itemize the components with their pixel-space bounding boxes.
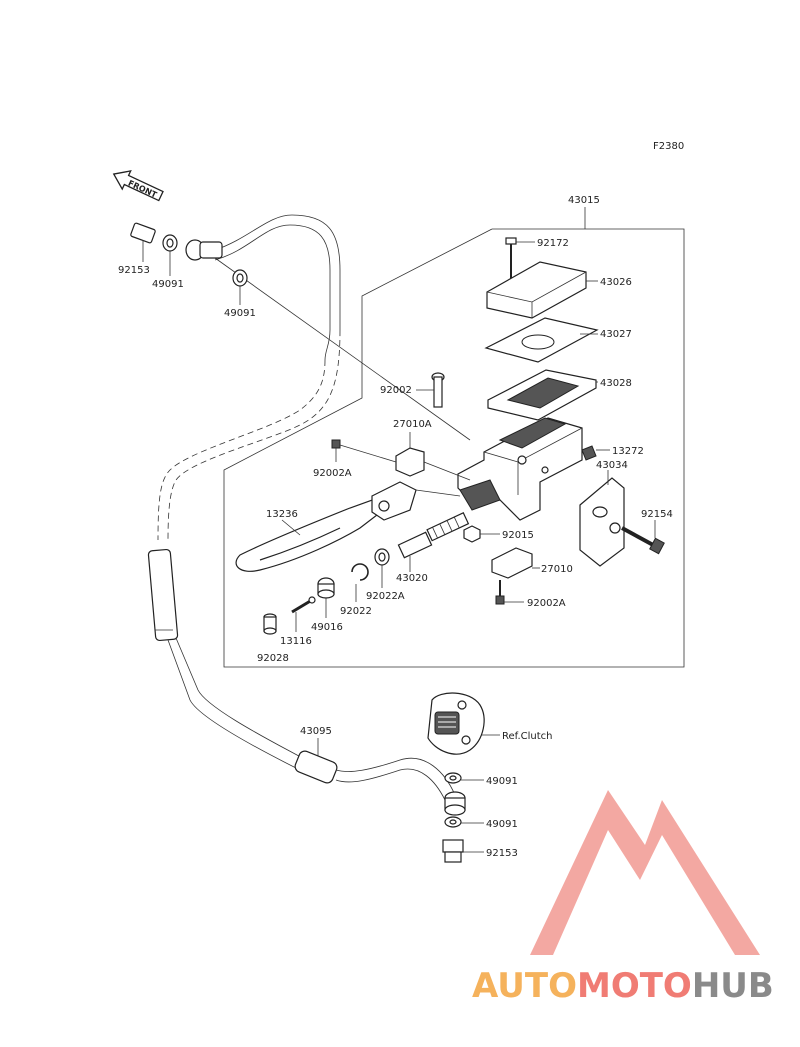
pivot-assembly: [415, 479, 501, 511]
label-27010A: 27010A: [393, 419, 432, 430]
clutch-hose-upper: [157, 214, 471, 541]
figure-code: F2380: [653, 141, 684, 152]
label-92002A-bottom: 92002A: [527, 598, 566, 609]
label-43028: 43028: [600, 378, 632, 389]
hose-fitting-top: [185, 239, 223, 261]
piston-43020: [397, 512, 470, 572]
circlip-92022: [351, 563, 369, 602]
switch-27010A: [395, 432, 471, 481]
washer-49091-bottom-b: [444, 816, 484, 828]
screw-92002A-bottom: [495, 580, 524, 605]
brand-hub: HUB: [692, 966, 774, 1006]
cap-92028: [263, 613, 277, 635]
plate-43027: [484, 317, 599, 363]
label-ref-clutch: Ref.Clutch: [502, 731, 552, 742]
watermark-logo: [530, 790, 760, 955]
label-92172: 92172: [537, 238, 569, 249]
bolt-92002: [416, 372, 445, 408]
label-92028: 92028: [257, 653, 289, 664]
label-49091-bottom-b: 49091: [486, 819, 518, 830]
label-92002A-top: 92002A: [313, 468, 352, 479]
watermark-text: AUTOMOTOHUB: [472, 966, 774, 1006]
screw-92002A-top: [331, 439, 397, 463]
nut-92015: [463, 525, 500, 543]
clutch-hose-lower: [147, 548, 456, 801]
label-43034: 43034: [596, 460, 628, 471]
clutch-lever-13236: [235, 481, 417, 572]
svg-text:AUTOMOTOHUB: AUTOMOTOHUB: [472, 966, 774, 1006]
diaphragm-43028: [487, 369, 598, 421]
label-92154: 92154: [641, 509, 673, 520]
washer-49091-mid: [232, 269, 248, 305]
label-92153-top: 92153: [118, 265, 150, 276]
label-43015: 43015: [568, 195, 600, 206]
label-49091-top-mid: 49091: [224, 308, 256, 319]
banjo-bolt-92153-bottom: [442, 839, 484, 863]
label-92153-bottom: 92153: [486, 848, 518, 859]
clamp-43034: [579, 470, 625, 567]
brand-moto: MOTO: [577, 966, 692, 1006]
label-49091-top-left: 49091: [152, 279, 184, 290]
front-arrow-icon: FRONT: [112, 170, 164, 202]
fitting-13272: [581, 445, 610, 461]
label-49016: 49016: [311, 622, 343, 633]
label-13236: 13236: [266, 509, 298, 520]
switch-27010: [491, 547, 540, 579]
master-cylinder-box: [223, 207, 685, 668]
label-43026: 43026: [600, 277, 632, 288]
label-13116: 13116: [280, 636, 312, 647]
label-92022A: 92022A: [366, 591, 405, 602]
label-43027: 43027: [600, 329, 632, 340]
brand-auto: AUTO: [472, 966, 577, 1006]
label-49091-bottom-a: 49091: [486, 776, 518, 787]
label-92015: 92015: [502, 530, 534, 541]
washer-49091-bottom-a: [444, 772, 484, 784]
label-43095: 43095: [300, 726, 332, 737]
cap-43026: [486, 261, 598, 319]
pushrod-13116: [291, 596, 316, 632]
label-92022: 92022: [340, 606, 372, 617]
label-13272: 13272: [612, 446, 644, 457]
bolt-92154: [621, 520, 665, 555]
label-43020: 43020: [396, 573, 428, 584]
clutch-slave-cylinder: [427, 692, 500, 755]
label-92002: 92002: [380, 385, 412, 396]
banjo-bolt-92153-top: [130, 222, 156, 262]
boot-49016: [317, 577, 335, 618]
washer-49091-top: [162, 234, 178, 276]
label-27010: 27010: [541, 564, 573, 575]
part-labels: F2380 43015 92172 43026 43027 43028 9200…: [118, 141, 684, 859]
hose-fitting-bottom: [444, 791, 466, 816]
washer-92022A: [374, 548, 390, 588]
